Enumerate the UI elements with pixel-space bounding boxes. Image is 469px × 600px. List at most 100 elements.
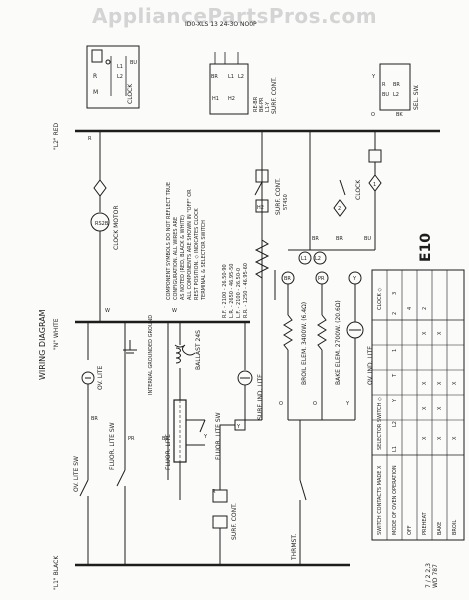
svg-text:Y: Y bbox=[352, 276, 357, 282]
bake-element bbox=[317, 314, 327, 351]
svg-text:L.F. - 2100 - 26.50-0: L.F. - 2100 - 26.50-0 bbox=[236, 268, 242, 318]
svg-text:X: X bbox=[422, 406, 428, 410]
fluor-lite-sw2-label: FLUOR. LITE SW bbox=[215, 412, 222, 460]
header-code: ID0-XLS 13 24-3O NO0P bbox=[185, 21, 257, 28]
ballast-label: BALLAST 24S bbox=[195, 330, 202, 370]
chart-clock-head: CLOCK ◇ bbox=[377, 288, 383, 310]
ov-ind-lite-label: OV. IND. LITE bbox=[367, 346, 374, 385]
surf-term-br: BR bbox=[211, 74, 218, 80]
ground-symbol: INTERNAL GROUNDED GROUND bbox=[123, 315, 154, 395]
clock-motor-branch: RS2B CLOCK MOTOR bbox=[90, 131, 120, 322]
svg-text:W: W bbox=[172, 308, 177, 314]
clock-inset-frame bbox=[86, 45, 140, 109]
svg-text:X: X bbox=[437, 406, 443, 410]
sel-term-br: BR bbox=[393, 82, 400, 88]
clock-term-l1: L1 bbox=[117, 64, 123, 70]
clock-label: CLOCK bbox=[355, 179, 362, 200]
svg-text:L.R. - 2650 - 46.95-50: L.R. - 2650 - 46.95-50 bbox=[229, 264, 235, 318]
surf-term-h2: H2 bbox=[228, 96, 235, 102]
oven-lite-switch bbox=[79, 479, 89, 497]
l2-label: "L2" RED bbox=[53, 122, 60, 150]
revision-model: WD 787 bbox=[432, 564, 439, 588]
wire-y-1: Y bbox=[236, 424, 241, 430]
svg-text:O: O bbox=[279, 401, 283, 407]
clock-term-r: R bbox=[93, 73, 97, 80]
fluor-switch bbox=[116, 469, 126, 487]
wire-pr-1: PR bbox=[128, 436, 135, 442]
clock-term-l2: L2 bbox=[117, 74, 123, 80]
surface-control-branch: SURF. CONT. 5T4S0 H2 bbox=[254, 131, 289, 322]
sel-term-o: O bbox=[371, 112, 375, 118]
svg-text:H2: H2 bbox=[257, 205, 264, 211]
surf-cont-label: SURF. CONT. bbox=[275, 178, 282, 215]
ballast-branch: BALLAST 24S FLUOR. LITE FLUOR. LITE SW bbox=[165, 322, 222, 500]
clock-inset-title: CLOCK bbox=[127, 83, 134, 104]
svg-text:BR: BR bbox=[162, 436, 169, 442]
svg-text:L1: L1 bbox=[301, 256, 307, 262]
svg-text:L1: L1 bbox=[392, 446, 398, 452]
fluor-lite-sw-branch: PR FLUOR. LITE SW bbox=[109, 322, 135, 565]
surf-term-l2: L2 bbox=[238, 74, 244, 80]
selector-inset: Y R BR BU L2 O BK SEL. SW. bbox=[371, 63, 420, 118]
svg-text:COMPONENT SYMBOLS DO NOT REFLE: COMPONENT SYMBOLS DO NOT REFLECT TRUE bbox=[166, 182, 172, 300]
sel-term-l2: L2 bbox=[393, 92, 399, 98]
svg-text:ALL COMPONENTS ARE SHOWN IN "O: ALL COMPONENTS ARE SHOWN IN "OFF" OR bbox=[187, 189, 193, 300]
surface-inset-frame bbox=[209, 63, 249, 115]
svg-text:AS NOTED (RED, BLACK & WHITE): AS NOTED (RED, BLACK & WHITE) bbox=[180, 215, 186, 300]
ground-label: INTERNAL GROUNDED GROUND bbox=[148, 315, 154, 395]
svg-text:REST POSITION. ◇ INDICATES CLO: REST POSITION. ◇ INDICATES CLOCK bbox=[194, 208, 200, 300]
chart-row-mode: MODE OF OVEN OPERATION bbox=[392, 465, 398, 535]
svg-text:Y: Y bbox=[203, 434, 208, 440]
surface-element-resistor bbox=[254, 239, 270, 279]
selector-inset-title: SEL. SW. bbox=[413, 84, 420, 110]
surf-note-2: BK-PR bbox=[259, 97, 265, 112]
clock-inset: M R L1 L2 BU CLOCK bbox=[86, 45, 140, 109]
svg-text:Y: Y bbox=[392, 398, 398, 403]
clock-terminal-block bbox=[91, 49, 103, 63]
neutral-label: "N" WHITE bbox=[53, 318, 60, 350]
terminal-l2 bbox=[313, 251, 327, 265]
svg-text:R.F. - 2100 - 26.50-90: R.F. - 2100 - 26.50-90 bbox=[222, 264, 228, 318]
clock-motor-ref: RS2B bbox=[95, 221, 109, 227]
svg-text:X: X bbox=[437, 436, 443, 440]
ballast-coil bbox=[175, 347, 181, 364]
surf-note-1: RE-BR bbox=[253, 96, 259, 112]
chart-frame bbox=[371, 269, 465, 541]
chart-row-broil: BROIL bbox=[452, 520, 458, 535]
oven-elements: BR PR Y L2 L1 BROIL ELEM. 3400W. (6.4Ω) … bbox=[274, 249, 375, 421]
svg-text:2: 2 bbox=[422, 307, 428, 310]
surf-note-3: L1-Y bbox=[265, 101, 271, 112]
selector-diamond bbox=[333, 199, 347, 217]
svg-text:X: X bbox=[452, 381, 458, 385]
svg-text:2: 2 bbox=[338, 206, 341, 212]
svg-text:R: R bbox=[212, 489, 216, 495]
svg-text:O: O bbox=[313, 401, 317, 407]
thermostat-contact bbox=[299, 479, 307, 501]
svg-text:1: 1 bbox=[373, 182, 376, 188]
svg-text:Y: Y bbox=[345, 401, 350, 407]
surf-ind-lite-branch: SURF. IND. LITE Y SURF. CONT. bbox=[212, 322, 264, 565]
sel-term-y: Y bbox=[371, 74, 376, 80]
switch-contact-chart: CLOCK ◇ SELECTOR SWITCH ◇ SWITCH CONTACT… bbox=[371, 269, 465, 541]
chart-left-head: SWITCH CONTACTS MADE X bbox=[377, 465, 383, 535]
bake-elem-label: BAKE ELEM. 2700W. (20.6Ω) bbox=[335, 300, 342, 385]
svg-text:CONFIGURATION. ALL WIRES ARE: CONFIGURATION. ALL WIRES ARE bbox=[173, 217, 179, 300]
surf-cont-small-label: SURF. CONT. bbox=[231, 503, 238, 540]
surf-term-l1: L1 bbox=[228, 74, 234, 80]
svg-text:1: 1 bbox=[392, 349, 398, 352]
surf-term-h1: H1 bbox=[212, 96, 219, 102]
svg-text:L2: L2 bbox=[392, 421, 398, 427]
clock-motor-label: CLOCK MOTOR bbox=[113, 205, 120, 250]
svg-text:R: R bbox=[88, 136, 92, 142]
selector-switch-branch: 2 1 CLOCK BU bbox=[309, 131, 382, 250]
surface-inset: BR L1 L2 H1 H2 RE-BR BK-PR L1-Y SURF. CO… bbox=[209, 52, 278, 115]
svg-text:X: X bbox=[452, 436, 458, 440]
thermostat-label: THRMST. bbox=[291, 534, 298, 561]
clock-term-m: M bbox=[93, 89, 98, 96]
revision-part: 7 / 2 2,3 bbox=[425, 563, 432, 588]
chart-row-off: OFF bbox=[407, 525, 413, 535]
svg-text:BR: BR bbox=[312, 236, 319, 242]
notes-block: COMPONENT SYMBOLS DO NOT REFLECT TRUE CO… bbox=[166, 182, 207, 301]
svg-text:PR: PR bbox=[318, 276, 325, 282]
